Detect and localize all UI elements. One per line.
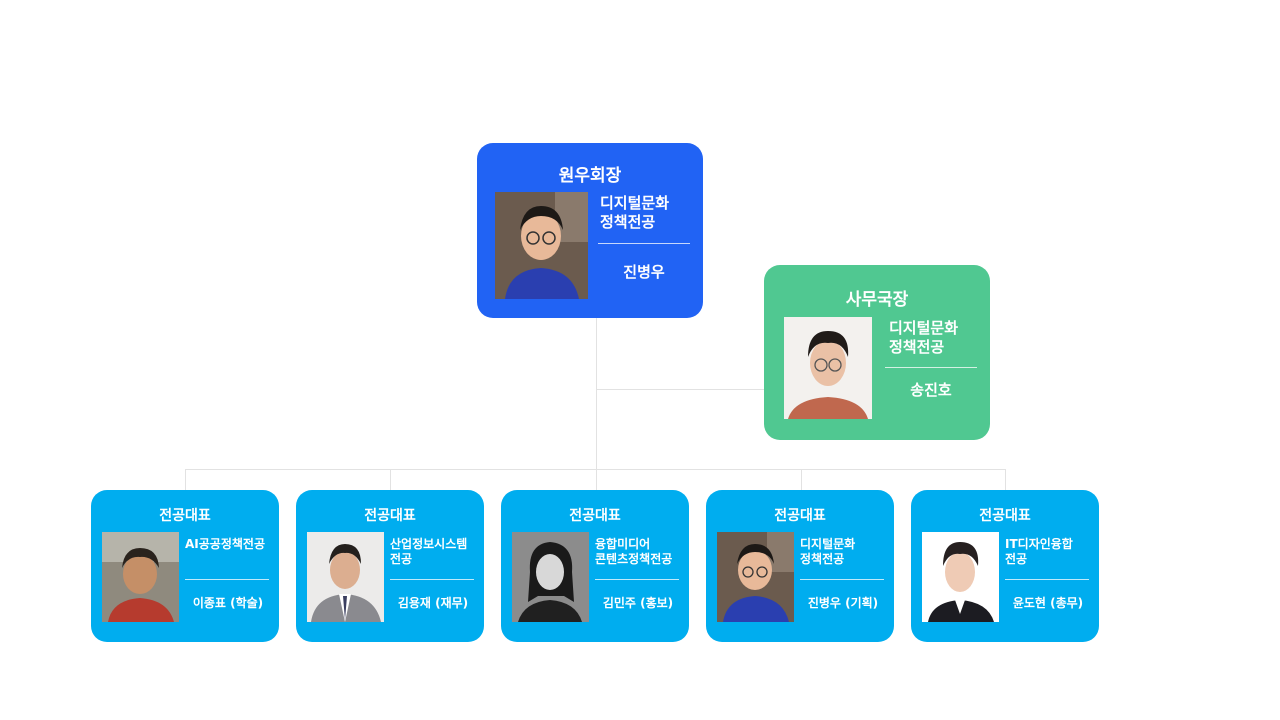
rep-3-separator [595,579,679,580]
rep-2-photo [307,532,384,622]
connector-rep-4 [801,469,802,490]
rep-card-3: 전공대표 융합미디어 콘텐츠정책전공 김민주 (홍보) [501,490,689,642]
rep-4-photo [717,532,794,622]
secretary-major-line2: 정책전공 [889,337,945,356]
rep-4-name: 진병우 (기획) [807,596,879,610]
rep-5-photo [922,532,999,622]
rep-2-major-line1: 산업정보시스템 [390,537,468,551]
rep-card-5: 전공대표 IT디자인융합 전공 윤도현 (총무) [911,490,1099,642]
rep-3-photo [512,532,589,622]
secretary-major: 디지털문화 정책전공 [889,319,958,357]
rep-5-separator [1005,579,1089,580]
rep-3-major-line1: 융합미디어 [595,537,651,551]
secretary-major-line1: 디지털문화 [889,319,959,337]
rep-5-major-line1: IT디자인융합 [1005,537,1073,551]
rep-5-title: 전공대표 [979,508,1031,524]
connector-rep-2 [390,469,391,490]
chair-major: 디지털문화 정책전공 [600,194,669,232]
rep-2-major-line2: 전공 [390,552,413,566]
secretary-photo [784,317,872,419]
chair-photo [495,192,588,299]
chair-separator [598,243,690,244]
rep-5-major: IT디자인융합 전공 [1005,537,1073,567]
chair-title: 원우회장 [558,166,622,186]
rep-3-major-line2: 콘텐츠정책전공 [595,552,673,566]
rep-1-major-line1: AI공공정책전공 [185,537,265,551]
rep-card-2: 전공대표 산업정보시스템 전공 김용재 (재무) [296,490,484,642]
rep-1-title: 전공대표 [159,508,211,524]
chair-major-line2: 정책전공 [600,212,656,231]
rep-1-separator [185,579,269,580]
rep-4-title: 전공대표 [774,508,826,524]
connector-rep-5 [1005,469,1006,490]
rep-card-4: 전공대표 디지털문화 정책전공 진병우 (기획) [706,490,894,642]
rep-3-major: 융합미디어 콘텐츠정책전공 [595,537,672,567]
rep-4-major-line1: 디지털문화 [800,537,856,551]
connector-secretary [596,389,764,390]
rep-3-name: 김민주 (홍보) [602,596,674,610]
connector-chair-down [596,318,597,470]
rep-card-1: 전공대표 AI공공정책전공 이종표 (학술) [91,490,279,642]
rep-1-major: AI공공정책전공 [185,537,265,552]
rep-4-separator [800,579,884,580]
rep-1-name: 이종표 (학술) [192,596,264,610]
connector-rep-1 [185,469,186,490]
secretary-name: 송진호 [910,381,952,399]
secretary-title: 사무국장 [845,290,909,310]
rep-5-name: 윤도현 (총무) [1012,596,1084,610]
rep-2-name: 김용재 (재무) [397,596,469,610]
rep-4-major: 디지털문화 정책전공 [800,537,855,567]
chair-card: 원우회장 디지털문화 정책전공 진병우 [477,143,703,318]
secretary-card: 사무국장 디지털문화 정책전공 송진호 [764,265,990,440]
secretary-separator [885,367,977,368]
rep-2-separator [390,579,474,580]
chair-major-line1: 디지털문화 [600,194,670,212]
rep-2-major: 산업정보시스템 전공 [390,537,467,567]
rep-3-title: 전공대표 [569,508,621,524]
connector-horizontal [185,469,1006,470]
chair-name: 진병우 [623,263,665,281]
rep-2-title: 전공대표 [364,508,416,524]
rep-1-photo [102,532,179,622]
connector-rep-3 [596,469,597,490]
rep-5-major-line2: 전공 [1005,552,1028,566]
rep-4-major-line2: 정책전공 [800,552,845,566]
